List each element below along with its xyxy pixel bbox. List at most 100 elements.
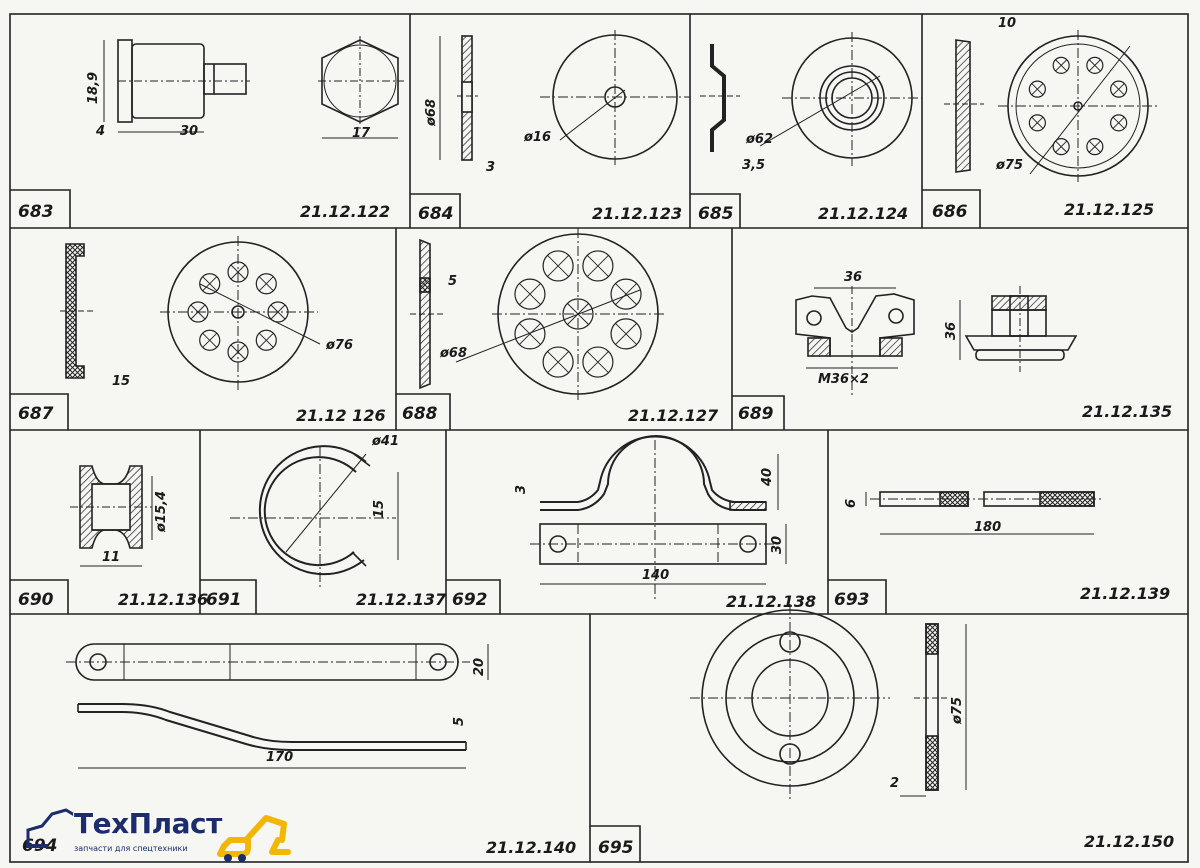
excavator-outline-icon — [26, 808, 77, 848]
part-694-drawing — [66, 643, 489, 769]
bolt-hole — [610, 278, 642, 310]
dimension-label: ø15,4 — [154, 490, 169, 532]
bolt-hole — [542, 346, 574, 378]
bolt-hole — [199, 273, 221, 295]
bolt-hole — [1110, 114, 1128, 132]
part-684-drawing — [439, 30, 690, 165]
bolt-hole-mark — [202, 332, 218, 348]
bolt-hole-mark — [1112, 116, 1125, 129]
bolt-hole-mark — [615, 323, 637, 345]
part-code: 21.12.123 — [592, 204, 683, 223]
bolt-hole — [199, 329, 221, 351]
bolt-hole — [1110, 80, 1128, 98]
part-code: 21.12.137 — [356, 590, 447, 609]
dimension-label: 6 — [844, 498, 859, 508]
bolt-hole-mark — [587, 255, 609, 277]
bolt-hole-mark — [1088, 140, 1101, 153]
bolt-hole — [582, 250, 614, 282]
dimension-label: ø16 — [524, 130, 552, 145]
logo-name: ТехПласт — [74, 807, 222, 840]
part-695-drawing — [690, 604, 967, 800]
bolt-hole — [610, 318, 642, 350]
part-693-drawing — [865, 491, 1104, 535]
part-690-drawing — [70, 465, 153, 567]
part-number: 686 — [932, 202, 968, 222]
dimension-label: ø62 — [746, 132, 774, 147]
part-number: 690 — [18, 590, 54, 610]
bolt-hole — [1052, 56, 1070, 74]
dimension-label: 3 — [514, 484, 529, 494]
part-686-drawing — [944, 30, 1158, 182]
part-number: 692 — [452, 590, 488, 610]
bolt-hole — [1028, 80, 1046, 98]
logo-subtitle: запчасти для спецтехники — [74, 844, 188, 853]
dimension-label: ø76 — [326, 338, 354, 353]
bolt-hole-mark — [587, 351, 609, 373]
part-691-drawing — [230, 445, 399, 590]
dimension-label: 18,9 — [86, 71, 101, 104]
bolt-hole-mark — [1031, 116, 1044, 129]
part-number: 689 — [738, 404, 774, 424]
dimension-label: 15 — [112, 374, 131, 389]
grid-frame — [9, 13, 1189, 863]
dimension-label: 2 — [890, 776, 900, 791]
bolt-hole — [514, 278, 546, 310]
dimension-label: 17 — [352, 126, 371, 141]
dimension-label: 4 — [96, 124, 106, 139]
part-number: 684 — [418, 204, 454, 224]
dimension-label: 36 — [844, 270, 863, 285]
company-logo: ТехПласт запчасти для спецтехники — [22, 806, 322, 866]
part-683-drawing — [103, 36, 404, 139]
bolt-hole — [562, 298, 594, 330]
dimension-label: 30 — [770, 535, 785, 554]
bolt-hole — [1028, 114, 1046, 132]
bolt-hole-mark — [230, 264, 246, 280]
part-code: 21.12.122 — [300, 202, 391, 221]
dimension-label: 15 — [372, 499, 387, 518]
bolt-hole-mark — [1055, 140, 1068, 153]
excavator-icon — [217, 815, 291, 862]
part-code: 21.12.138 — [726, 592, 817, 611]
dimension-label: 140 — [642, 568, 670, 583]
bolt-hole — [1086, 138, 1104, 156]
dimension-label: 180 — [974, 520, 1002, 535]
dimension-label: ø68 — [424, 98, 439, 126]
bolt-hole — [255, 273, 277, 295]
part-number: 687 — [18, 404, 54, 424]
part-number: 688 — [402, 404, 438, 424]
bolt-hole — [514, 318, 546, 350]
part-692-drawing — [530, 435, 787, 600]
dimension-label: 5 — [452, 716, 467, 726]
part-number: 695 — [598, 838, 634, 858]
bolt-hole-mark — [1088, 59, 1101, 72]
bolt-hole-mark — [270, 304, 286, 320]
dimension-label: ø41 — [372, 434, 400, 449]
bolt-hole-mark — [190, 304, 206, 320]
part-code: 21.12.125 — [1064, 200, 1155, 219]
part-code: 21.12.127 — [628, 406, 719, 425]
bolt-hole — [187, 301, 209, 323]
part-code: 21.12.136 — [118, 590, 209, 609]
dimension-label: 40 — [760, 467, 775, 486]
dimension-label: 10 — [998, 16, 1017, 31]
dimension-label: 11 — [102, 550, 121, 565]
bolt-hole-mark — [547, 255, 569, 277]
dimension-label: 30 — [180, 124, 199, 139]
part-code: 21.12 126 — [296, 406, 386, 425]
bolt-hole-mark — [519, 323, 541, 345]
dimension-label: 5 — [448, 274, 458, 289]
dimension-label: ø75 — [950, 696, 965, 724]
dimension-label: 20 — [472, 657, 487, 676]
part-code: 21.12.140 — [486, 838, 577, 857]
bolt-hole-mark — [230, 344, 246, 360]
part-number: 683 — [18, 202, 54, 222]
part-number: 691 — [206, 590, 242, 610]
bolt-hole-mark — [1031, 83, 1044, 96]
part-code: 21.12.124 — [818, 204, 909, 223]
dimension-label: 36 — [944, 321, 959, 340]
bolt-hole-mark — [1112, 83, 1125, 96]
bolt-hole — [582, 346, 614, 378]
part-689-drawing — [795, 286, 1078, 396]
